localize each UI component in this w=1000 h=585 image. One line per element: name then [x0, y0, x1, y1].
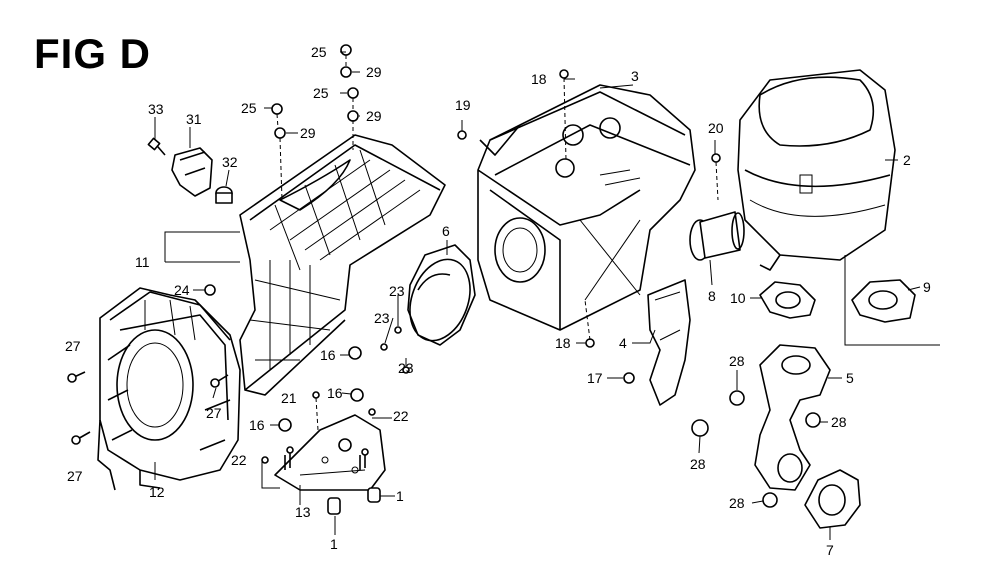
- callout-6: 6: [442, 223, 450, 239]
- part-31-bracket: [171, 147, 213, 197]
- callout-13: 13: [295, 504, 311, 520]
- callout-8: 8: [708, 288, 716, 304]
- callout-28-d: 28: [729, 495, 745, 511]
- callout-16-b: 16: [327, 385, 343, 401]
- callout-10: 10: [730, 290, 746, 306]
- callout-27-b: 27: [206, 405, 222, 421]
- callout-23-a: 23: [389, 283, 405, 299]
- callout-7: 7: [826, 542, 834, 558]
- callout-28-c: 28: [690, 456, 706, 472]
- callout-18-b: 18: [555, 335, 571, 351]
- callout-22-b: 22: [231, 452, 247, 468]
- part-10-gasket: [759, 281, 816, 319]
- callout-32: 32: [222, 154, 238, 170]
- callout-1-b: 1: [330, 536, 338, 552]
- callout-4: 4: [619, 335, 627, 351]
- callout-3: 3: [631, 68, 639, 84]
- callout-19: 19: [455, 97, 471, 113]
- callout-1-a: 1: [396, 488, 404, 504]
- callout-25-a: 25: [311, 44, 327, 60]
- part-11-grille-cover: [239, 134, 446, 396]
- part-7-gasket: [804, 469, 861, 529]
- callout-28-a: 28: [729, 353, 745, 369]
- callout-20: 20: [708, 120, 724, 136]
- callout-labels: 33 31 32 25 29 25 29 25 29 11 24 27 27 2…: [65, 44, 931, 558]
- callout-16-c: 16: [249, 417, 265, 433]
- callout-16-a: 16: [320, 347, 336, 363]
- callout-12: 12: [149, 484, 165, 500]
- part-4-bracket: [623, 279, 691, 406]
- callout-23-b: 23: [374, 310, 390, 326]
- callout-11: 11: [135, 254, 150, 270]
- callout-23-c: 23: [398, 360, 414, 376]
- figure-title: FIG D: [34, 30, 151, 77]
- callout-25-c: 25: [241, 100, 257, 116]
- callout-9: 9: [923, 279, 931, 295]
- callout-22-a: 22: [393, 408, 409, 424]
- part-6-cover: [407, 240, 476, 346]
- callout-28-b: 28: [831, 414, 847, 430]
- callout-25-b: 25: [313, 85, 329, 101]
- callout-21: 21: [281, 390, 297, 406]
- part-13-base-plate: [274, 414, 386, 491]
- callout-29-c: 29: [300, 125, 316, 141]
- fasteners-housing: [457, 69, 721, 348]
- part-9-gasket: [851, 279, 916, 323]
- inset-frame: [844, 255, 940, 346]
- part-2-muffler: [737, 69, 896, 271]
- part-5-exhaust-pipe: [691, 344, 831, 508]
- leader-lines: [154, 51, 921, 540]
- part-3-housing: [477, 84, 696, 331]
- callout-5: 5: [846, 370, 854, 386]
- callout-31: 31: [186, 111, 202, 127]
- callout-27-a: 27: [65, 338, 81, 354]
- callout-29-b: 29: [366, 108, 382, 124]
- callout-24: 24: [174, 282, 190, 298]
- part-33-screw: [147, 137, 166, 156]
- callout-2: 2: [903, 152, 911, 168]
- callout-33: 33: [148, 101, 164, 117]
- callout-18-a: 18: [531, 71, 547, 87]
- fasteners-left: [67, 44, 359, 445]
- part-1-collars: [327, 487, 381, 515]
- callout-17: 17: [587, 370, 603, 386]
- part-32-collar: [215, 186, 233, 204]
- callout-29-a: 29: [366, 64, 382, 80]
- fasteners-center: [261, 326, 410, 464]
- part-12-shroud: [97, 287, 241, 491]
- part-8-tail-pipe: [689, 211, 745, 261]
- callout-27-c: 27: [67, 468, 83, 484]
